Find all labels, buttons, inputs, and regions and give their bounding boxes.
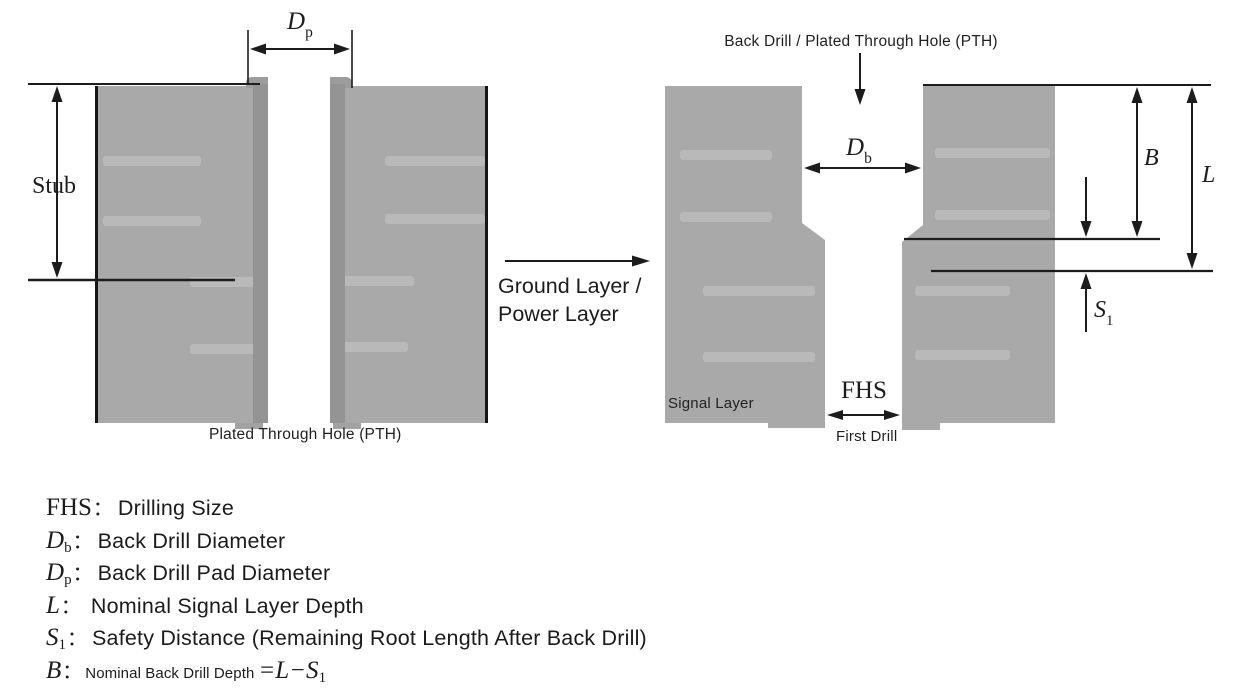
pth-left-hole-plating (253, 84, 268, 423)
legend-subscript: 1 (58, 637, 67, 653)
legend-colon: ： (60, 595, 81, 618)
power-layer-text: Power Layer (498, 302, 619, 326)
legend-text: Nominal Back Drill Depth (85, 664, 255, 682)
legend-symbol: FHS (46, 494, 92, 521)
pth-left-pad-lip (246, 77, 268, 88)
db-arrowhead-left (804, 162, 820, 174)
legend-symbol: D (46, 559, 65, 586)
legend-symbol: B (46, 656, 62, 684)
l-arrowhead-down (1186, 253, 1198, 269)
legend-symbol: L (46, 591, 60, 619)
layer-stripe (190, 344, 268, 354)
legend-colon: ： (72, 563, 93, 585)
layer-stripe (103, 216, 201, 226)
legend-text: Back Drill Diameter (97, 528, 286, 553)
pth-left-bottom-tab (235, 423, 263, 429)
ground-power-arrowhead (632, 255, 650, 267)
l-arrowhead-up (1186, 87, 1198, 103)
db-arrowhead-right (905, 162, 921, 174)
layer-stripe (332, 276, 414, 286)
stub-arrowhead-down (51, 262, 63, 278)
legend-text: Back Drill Pad Diameter (97, 561, 331, 585)
fhs-dimension-label: FHS (841, 377, 887, 404)
layer-stripe (935, 148, 1050, 158)
layer-stripe (935, 210, 1050, 220)
layer-stripe (680, 150, 772, 160)
dp-subscript: p (305, 24, 313, 41)
s1-lower-arrowhead (1080, 273, 1092, 289)
ground-power-layer-label: Ground Layer / Power Layer (498, 272, 641, 328)
layer-stripe (385, 156, 485, 166)
legend-text: Drilling Size (117, 496, 234, 520)
legend-colon: ： (62, 660, 83, 683)
layer-stripe (190, 277, 268, 287)
pth-right-hole-plating (330, 84, 345, 423)
db-symbol: D (846, 134, 865, 161)
b-arrowhead-up (1131, 87, 1143, 103)
dp-arrowhead-left (250, 43, 266, 55)
legend-item-fhs: FHS：Drilling Size (46, 492, 647, 521)
s1-dimension-label: S1 (1094, 297, 1114, 329)
pth-left-outer-edge (95, 86, 98, 423)
backdrill-pointer-arrowhead (854, 89, 866, 105)
stub-label: Stub (32, 173, 77, 199)
dp-arrowhead-right (334, 43, 350, 55)
layer-stripe (915, 350, 1010, 360)
pth-right-pad-lip (330, 77, 352, 88)
legend-colon: ： (92, 498, 113, 520)
stub-arrowhead-up (51, 86, 63, 102)
dp-symbol: D (287, 8, 306, 35)
legend-text: Safety Distance (Remaining Root Length A… (92, 626, 647, 650)
pth-caption: Plated Through Hole (PTH) (209, 426, 402, 443)
fhs-arrowhead-left (827, 410, 843, 420)
legend-symbol: S (46, 624, 59, 651)
backdrill-left-block (665, 86, 825, 428)
pth-right-bottom-tab (333, 423, 361, 429)
dp-dimension-label: Dp (287, 8, 313, 41)
b-dimension-label: B (1144, 145, 1159, 171)
l-dimension-label: L (1202, 162, 1216, 188)
layer-stripe (703, 352, 815, 362)
pth-left-block (95, 86, 268, 423)
legend-colon: ： (72, 530, 93, 553)
s1-upper-arrowhead (1080, 221, 1092, 237)
s1-subscript: 1 (1106, 312, 1114, 329)
layer-stripe (103, 156, 201, 166)
db-subscript: b (864, 150, 872, 167)
fhs-arrowhead-right (884, 410, 900, 420)
layer-stripe (385, 214, 485, 224)
legend-formula: =L−S (258, 656, 319, 684)
layer-stripe (332, 342, 408, 352)
db-dimension-label: Db (846, 134, 872, 167)
layer-stripe (680, 212, 772, 222)
legend-item-l: L： Nominal Signal Layer Depth (46, 590, 647, 619)
legend-symbol: D (46, 526, 65, 554)
layer-stripe (703, 286, 815, 296)
legend-subscript: p (64, 572, 72, 588)
legend-text: Nominal Signal Layer Depth (90, 593, 364, 618)
ground-layer-text: Ground Layer / (498, 274, 642, 298)
legend-subscript: b (64, 539, 72, 556)
layer-stripe (915, 286, 1010, 296)
backdrill-caption: Back Drill / Plated Through Hole (PTH) (724, 33, 998, 50)
s1-symbol: S (1094, 297, 1106, 323)
backdrill-right-block (902, 86, 1055, 430)
legend-colon: ： (67, 628, 87, 650)
pth-right-block (330, 86, 488, 423)
signal-layer-caption: Signal Layer (668, 395, 754, 412)
pth-right-outer-edge (485, 86, 488, 423)
legend-formula-subscript: 1 (318, 669, 327, 686)
b-arrowhead-down (1131, 221, 1143, 237)
first-drill-caption: First Drill (836, 428, 898, 445)
